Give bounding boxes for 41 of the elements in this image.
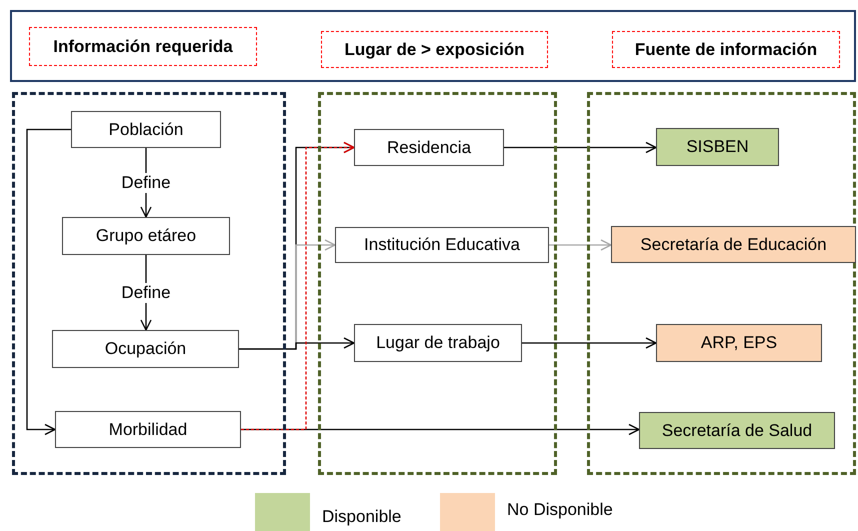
legend-label: Disponible bbox=[322, 507, 402, 527]
process-box bbox=[639, 412, 835, 449]
process-box bbox=[656, 324, 822, 362]
process-box bbox=[62, 217, 230, 255]
node-label: Grupo etáreo bbox=[96, 226, 196, 246]
node-label: Información requerida bbox=[53, 36, 233, 56]
process-box bbox=[335, 227, 549, 263]
node-label: ARP, EPS bbox=[700, 333, 778, 353]
arrow bbox=[241, 142, 355, 430]
legend-label: No Disponible bbox=[507, 500, 613, 520]
process-box bbox=[71, 111, 221, 148]
column-heading bbox=[321, 31, 548, 68]
header-panel bbox=[10, 10, 856, 82]
process-box bbox=[52, 330, 239, 368]
column-heading bbox=[612, 31, 840, 68]
column-heading bbox=[29, 27, 257, 66]
arrow bbox=[522, 337, 657, 349]
node-label: Lugar de > exposición bbox=[344, 40, 524, 60]
dashed-group-frame bbox=[318, 92, 557, 475]
dashed-group-frame bbox=[12, 92, 286, 475]
process-box bbox=[656, 128, 779, 166]
node-label: Secretaría de Educación bbox=[640, 234, 827, 254]
node-label: Morbilidad bbox=[108, 420, 188, 440]
arrow bbox=[549, 239, 612, 251]
node-label: Población bbox=[108, 120, 184, 140]
node-label: Secretaría de Salud bbox=[662, 420, 812, 440]
process-box bbox=[354, 129, 504, 166]
arrow bbox=[504, 142, 657, 154]
process-box bbox=[611, 226, 856, 263]
node-label: Ocupación bbox=[104, 339, 186, 359]
node-label: SISBEN bbox=[686, 137, 749, 157]
process-box bbox=[55, 411, 241, 448]
dashed-group-frame bbox=[587, 92, 856, 475]
node-label: Fuente de información bbox=[634, 40, 818, 60]
arrow bbox=[26, 128, 71, 436]
node-label: Lugar de trabajo bbox=[376, 333, 500, 353]
arrow bbox=[239, 337, 355, 350]
arrow bbox=[241, 424, 640, 436]
node-label: Residencia bbox=[386, 138, 472, 158]
node-label: Institución Educativa bbox=[364, 235, 520, 255]
process-box bbox=[354, 324, 522, 362]
